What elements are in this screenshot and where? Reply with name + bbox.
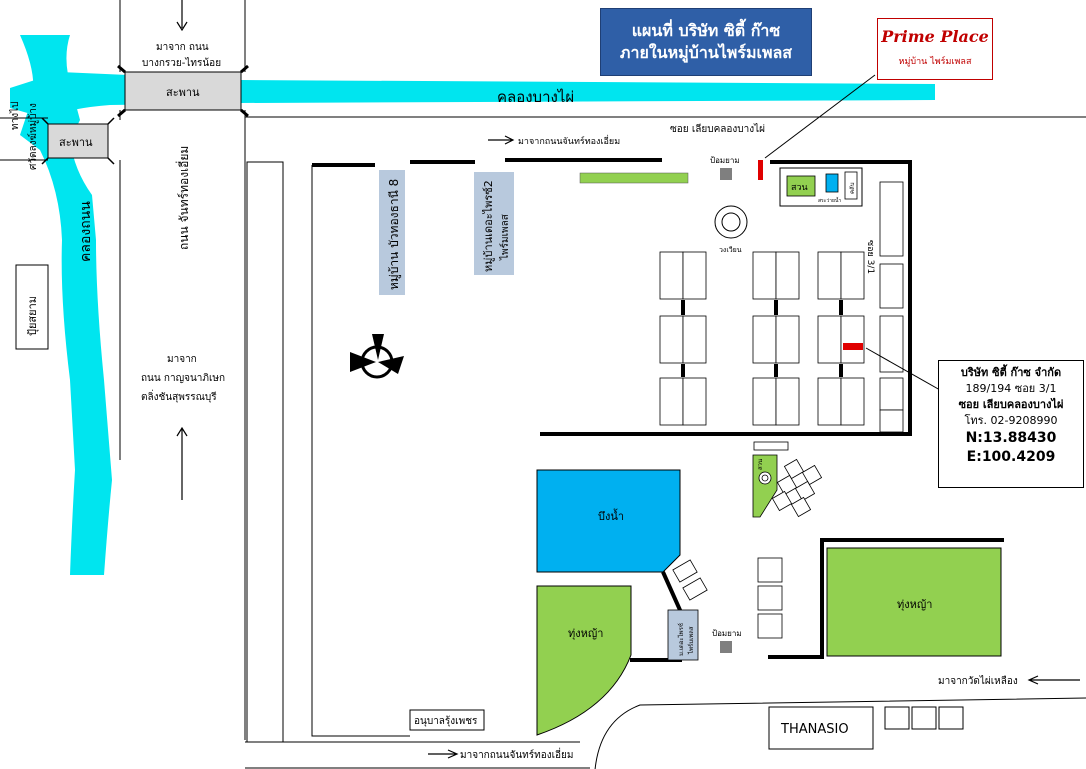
canal-thanon-label: คลองถนน <box>78 201 94 262</box>
to-wat-2: ศวัดลงฆ์หมู่บ้าง <box>27 103 39 170</box>
meadow-right <box>826 547 1002 657</box>
kindergarten-box <box>409 709 485 731</box>
from-chanthong-top: มาจากถนนจันทร์ทองเอี่ยม <box>518 134 620 147</box>
from-bangkruai-2: บางกรวย-ไทรน้อย <box>142 57 221 69</box>
arrow-up-kanchana <box>176 426 188 500</box>
village-boundary-main <box>311 165 410 737</box>
meadow-left <box>536 585 632 736</box>
brand-subtitle: หมู่บ้าน ไพร์มเพลส <box>898 57 972 67</box>
thanasio-plots <box>884 706 964 730</box>
garden-label: สวน <box>791 183 808 193</box>
from-wat-bailueang: มาจากวัดไผ่เหลือง <box>938 675 1018 687</box>
from-kanchana-1: มาจาก <box>167 354 197 365</box>
police-box <box>15 264 49 350</box>
right-block-boundary <box>768 538 1004 659</box>
guard-bottom-label: ป้อมยาม <box>712 629 742 638</box>
garden-small-label: สวน <box>757 459 764 470</box>
brand-pointer-line <box>764 74 876 159</box>
company-longitude: E:100.4209 <box>966 449 1056 465</box>
bridge-left <box>47 123 109 159</box>
village-prime2-box <box>474 172 514 275</box>
brand-logo: Prime Place หมู่บ้าน ไพร์มเพลส <box>877 18 993 80</box>
arrow-left-east <box>1027 675 1080 685</box>
map-title-line1: แผนที่ บริษัท ซิตี้ ก๊าซ <box>631 21 781 40</box>
thanasio-box <box>768 706 874 750</box>
clubhouse-label: คลับ <box>849 182 856 194</box>
company-name: บริษัท ซิตี้ ก๊าซ จำกัด <box>960 366 1062 379</box>
guard-top-label: ป้อมยาม <box>710 156 740 165</box>
road-chanthong-label: ถนน จันทร์ทองเอี่ยม <box>175 146 191 250</box>
arrow-right-top <box>488 135 515 145</box>
company-info-box: บริษัท ซิตี้ ก๊าซ จำกัด 189/194 ซอย 3/1 … <box>938 360 1084 488</box>
thanasio-label: THANASIO <box>780 722 849 737</box>
kindergarten-label: อนุบาลรุ้งเพชร <box>414 715 478 727</box>
soi-31-label: ซอย 3/1 <box>865 240 875 274</box>
pond-label: บึงน้ำ <box>598 508 624 523</box>
police-box-label: ปุ้ยสยาม <box>26 296 39 336</box>
village-buathong-label: หมู่บ้าน บัวทองธานี 8 <box>387 179 402 290</box>
garden-plots <box>771 458 823 518</box>
clubhouse-block <box>844 171 858 200</box>
pond <box>536 469 681 573</box>
brand-name: Prime Place <box>881 27 989 46</box>
prime-market-box <box>667 609 699 661</box>
house-plots <box>659 181 904 433</box>
garden-block <box>786 175 816 197</box>
village-buathong-box <box>379 170 405 295</box>
from-kanchana-2: ถนน กาญจนาภิเษก <box>141 373 225 384</box>
from-bangkruai-1: มาจาก ถนน <box>156 42 209 53</box>
map-title-line2: ภายในหมู่บ้านไพร์มเพลส <box>619 43 793 62</box>
company-soi: ซอย เลียบคลองบางไผ่ <box>958 398 1064 411</box>
village-prime2-label-1: หมู่บ้านเดอะไพรซ์2 <box>482 180 495 272</box>
prime-market-label-1: ม.เดอะไพรซ์ <box>677 623 685 656</box>
small-plots <box>672 441 789 639</box>
map-title: แผนที่ บริษัท ซิตี้ ก๊าซ ภายในหมู่บ้านไพ… <box>600 8 812 76</box>
village-prime2-label-2: ไพร์มเพลส <box>499 214 511 261</box>
guard-bottom-box <box>720 641 732 653</box>
gate-marker <box>758 160 763 180</box>
prime-market-label-2: ไพร์มเพลส <box>687 626 695 655</box>
pool-label: สระว่ายน้ำ <box>818 195 841 204</box>
company-pointer-line <box>865 347 941 391</box>
road-east <box>594 697 1086 769</box>
from-chanthong-bottom: มาจากถนนจันทร์ทองเอี่ยม <box>460 747 573 761</box>
compass-icon <box>350 334 404 379</box>
canal-thanon <box>20 35 112 575</box>
pool-block <box>825 173 839 193</box>
soi-bangphai-label: ซอย เลียบคลองบางไผ่ <box>670 123 765 135</box>
prime-place-boundary <box>540 160 912 436</box>
roundabout-inner <box>721 212 741 232</box>
frontage-strip <box>246 161 284 743</box>
company-marker <box>843 343 863 350</box>
canal-bangphai-label: คลองบางไผ่ <box>497 88 574 106</box>
arrow-down-top <box>176 0 188 32</box>
bridge-top-label: สะพาน <box>166 86 200 99</box>
arrow-right-bottom <box>428 749 459 759</box>
guard-top-box <box>720 168 732 180</box>
bridge-top <box>124 71 242 111</box>
green-strip <box>579 172 689 184</box>
to-wat-1: ทางไป <box>9 102 21 130</box>
roundabout-label: วงเวียน <box>719 246 742 254</box>
from-kanchana-3: ตลิ่งชันสุพรรณบุรี <box>141 389 217 403</box>
bridge-left-label: สะพาน <box>59 136 93 149</box>
company-phone: โทร. 02-9208990 <box>964 414 1058 427</box>
meadow-left-label: ทุ่งหญ้า <box>568 627 603 640</box>
company-latitude: N:13.88430 <box>965 430 1057 446</box>
meadow-right-label: ทุ่งหญ้า <box>897 598 932 611</box>
company-address: 189/194 ซอย 3/1 <box>965 382 1057 395</box>
garden-small <box>752 454 778 518</box>
road-bangkruai <box>119 0 246 740</box>
village-boundary-north <box>312 158 662 167</box>
roundabout-outer <box>714 205 748 239</box>
